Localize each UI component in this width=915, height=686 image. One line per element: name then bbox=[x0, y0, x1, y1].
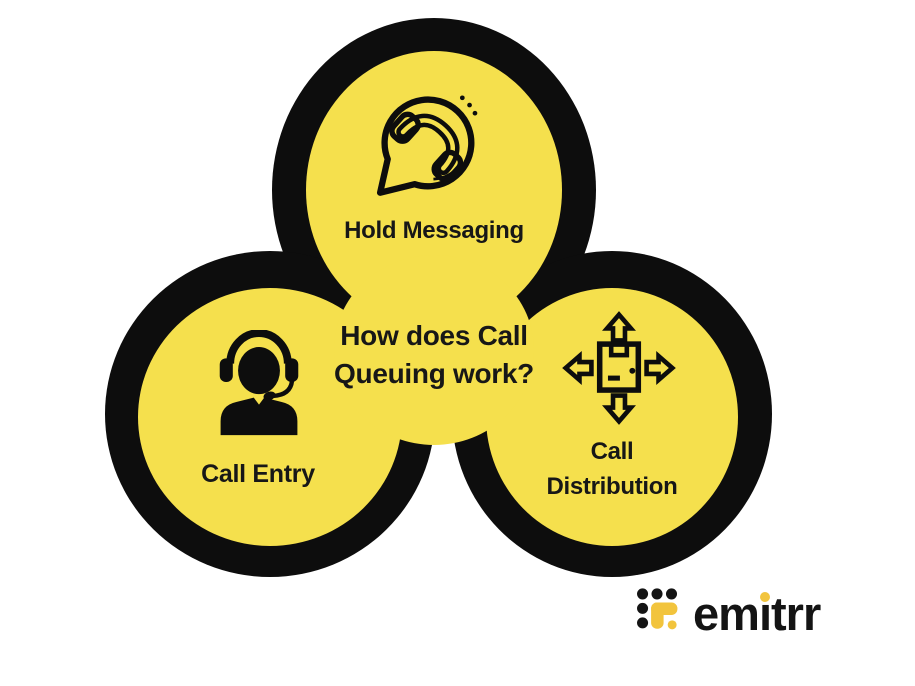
arrow-left bbox=[562, 351, 594, 385]
headband bbox=[226, 330, 292, 364]
head bbox=[238, 347, 280, 395]
ear-cup-left bbox=[219, 358, 233, 382]
torso bbox=[220, 397, 298, 436]
call-entry-label: Call Entry bbox=[201, 460, 315, 488]
distribution-arrows-icon bbox=[562, 311, 676, 425]
headset-agent-icon bbox=[219, 330, 299, 436]
emitrr-logo-mark bbox=[637, 588, 678, 630]
logo-letter-i: ı bbox=[758, 586, 772, 640]
logo-text-pre: em bbox=[693, 586, 760, 640]
arrow-up bbox=[602, 311, 636, 343]
title-line-1: How does Call bbox=[340, 320, 528, 351]
center-junction bbox=[334, 255, 534, 445]
ear-cup-right bbox=[285, 358, 299, 382]
title-line-2: Queuing work? bbox=[334, 358, 534, 389]
package-dot bbox=[629, 367, 636, 374]
phone-handset bbox=[389, 111, 464, 183]
call-distribution-line-1: Call bbox=[590, 438, 634, 465]
signal-dots bbox=[459, 95, 478, 116]
hold-messaging-label: Hold Messaging bbox=[344, 217, 524, 244]
arrow-right bbox=[644, 351, 676, 385]
package-lid bbox=[608, 341, 630, 358]
package-box bbox=[596, 341, 642, 393]
diagram-title: How does Call Queuing work? bbox=[294, 317, 574, 393]
mic-tip bbox=[263, 391, 276, 401]
logo-text-post: trr bbox=[771, 586, 821, 640]
arrow-down bbox=[602, 393, 636, 425]
speech-bubble-phone-icon bbox=[376, 95, 478, 196]
call-distribution-label: Call Distribution bbox=[512, 434, 712, 504]
logo-i-dot bbox=[759, 591, 770, 602]
mic-boom bbox=[272, 379, 295, 399]
call-distribution-line-2: Distribution bbox=[546, 473, 678, 500]
